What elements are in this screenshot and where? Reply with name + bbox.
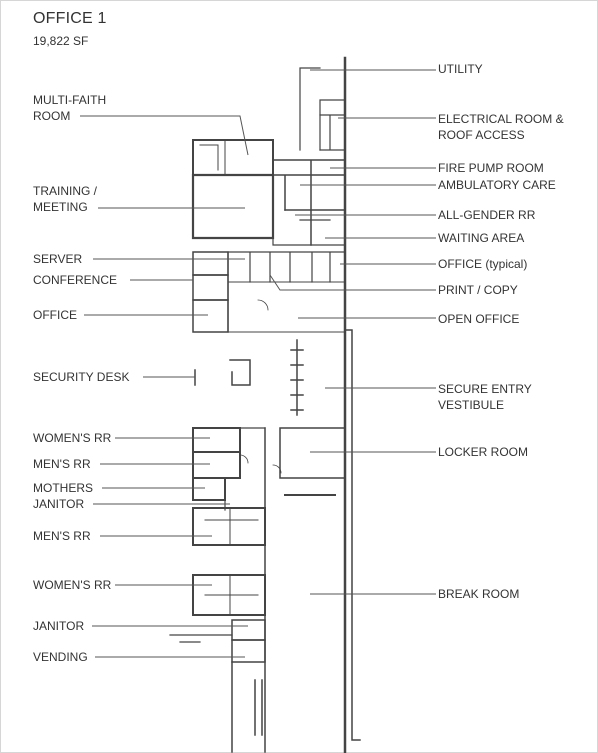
plan-room-conference (192, 274, 229, 301)
plan-room-server (192, 251, 229, 276)
label-training-meeting: TRAINING / MEETING (33, 184, 98, 214)
plan-room-vending (231, 639, 266, 663)
label-electrical-room: ELECTRICAL ROOM & ROOF ACCESS (438, 112, 564, 142)
label-mens-rr-1: MEN'S RR (33, 457, 91, 471)
label-all-gender-rr: ALL-GENDER RR (438, 208, 536, 222)
label-mothers: MOTHERS (33, 481, 93, 495)
plan-open-office-desks (290, 339, 304, 416)
leader-print-copy (269, 274, 436, 291)
label-office-typical: OFFICE (typical) (438, 257, 528, 271)
plan-room-training (191, 173, 275, 240)
label-multi-faith-room: MULTI-FAITH ROOM (33, 93, 107, 123)
label-print-copy: PRINT / COPY (438, 283, 518, 297)
plan-room-mens-rr-2 (192, 507, 266, 546)
leader-multi-faith (80, 115, 249, 156)
label-vending: VENDING (33, 650, 88, 664)
label-secure-entry-vestibule: SECURE ENTRY VESTIBULE (438, 382, 532, 412)
label-waiting-area: WAITING AREA (438, 231, 525, 245)
label-utility: UTILITY (438, 62, 483, 76)
plan-break-room-counter (254, 679, 263, 736)
label-server: SERVER (33, 252, 83, 266)
label-break-room: BREAK ROOM (438, 587, 520, 601)
label-mens-rr-2: MEN'S RR (33, 529, 91, 543)
label-fire-pump-room: FIRE PUMP ROOM (438, 161, 544, 175)
plan-room-mens-rr-1 (192, 451, 241, 479)
label-open-office: OPEN OFFICE (438, 312, 520, 326)
label-womens-rr-2: WOMEN'S RR (33, 578, 112, 592)
label-conference: CONFERENCE (33, 273, 118, 287)
plan-wall-electrical (319, 114, 346, 151)
page-title: OFFICE 1 (33, 10, 107, 27)
label-locker-room: LOCKER ROOM (438, 445, 529, 459)
plan-room-all-gender (272, 209, 346, 246)
label-office: OFFICE (33, 308, 77, 322)
plan-wall-utility (299, 67, 346, 151)
plan-room-fire-pump (272, 159, 346, 211)
plan-room-ambulatory (284, 209, 346, 246)
plan-room-janitor-2 (231, 619, 266, 641)
plan-wall-west (231, 427, 266, 753)
plan-security-desk (194, 359, 251, 386)
label-ambulatory-care: AMBULATORY CARE (438, 178, 556, 192)
plan-corridor (227, 281, 346, 333)
plan-room-womens-rr-1 (192, 427, 241, 453)
plan-room-locker (279, 427, 346, 479)
plan-room-mothers (192, 477, 226, 501)
plan-offices-typical (227, 251, 346, 333)
label-womens-rr-1: WOMEN'S RR (33, 431, 112, 445)
plan-wall-east-jog (344, 329, 361, 741)
label-janitor-1: JANITOR (33, 497, 85, 511)
label-security-desk: SECURITY DESK (33, 370, 130, 384)
area-subtitle: 19,822 SF (33, 34, 89, 48)
label-janitor-2: JANITOR (33, 619, 85, 633)
plan-room-office (192, 299, 229, 333)
